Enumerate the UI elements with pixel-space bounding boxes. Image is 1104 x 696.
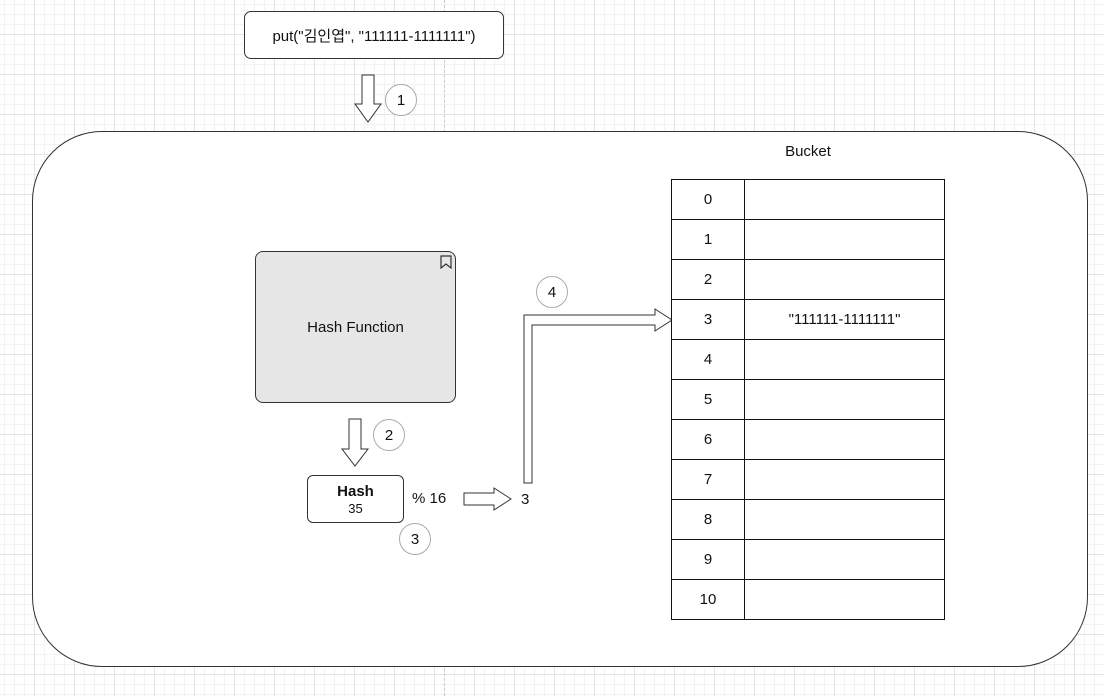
- bucket-row: 2: [671, 259, 945, 300]
- bucket-value: [744, 179, 945, 220]
- step-4-badge: 4: [536, 276, 568, 308]
- bucket-index: 5: [671, 379, 745, 420]
- bucket-row: 1: [671, 219, 945, 260]
- bucket-row: 10: [671, 579, 945, 620]
- bucket-index: 1: [671, 219, 745, 260]
- bucket-index: 0: [671, 179, 745, 220]
- bucket-row: 6: [671, 419, 945, 460]
- step-2-badge: 2: [373, 419, 405, 451]
- bucket-index: 4: [671, 339, 745, 380]
- arrow-mod-to-index: [463, 487, 512, 511]
- bucket-row: 7: [671, 459, 945, 500]
- hash-function-label: Hash Function: [307, 318, 404, 336]
- bucket-index: 7: [671, 459, 745, 500]
- hash-title: Hash: [337, 483, 374, 500]
- bucket-row: 8: [671, 499, 945, 540]
- bucket-table: 0 1 2 3"111111-1111111" 4 5 6 7 8 9 10: [671, 179, 945, 620]
- bucket-value: [744, 419, 945, 460]
- bucket-title: Bucket: [785, 143, 831, 160]
- hash-function-box: Hash Function: [255, 251, 456, 403]
- bucket-value: [744, 259, 945, 300]
- hash-value: 35: [348, 501, 363, 516]
- bucket-row: 0: [671, 179, 945, 220]
- bucket-value: [744, 339, 945, 380]
- bookmark-icon: [440, 255, 452, 269]
- bucket-value: [744, 219, 945, 260]
- hash-box: Hash 35: [307, 475, 404, 523]
- bucket-row: 3"111111-1111111": [671, 299, 945, 340]
- bucket-index: 2: [671, 259, 745, 300]
- bucket-value: [744, 499, 945, 540]
- bucket-row: 9: [671, 539, 945, 580]
- bucket-index: 6: [671, 419, 745, 460]
- bucket-value: "111111-1111111": [744, 299, 945, 340]
- bucket-row: 4: [671, 339, 945, 380]
- arrow-index-to-bucket: [523, 308, 673, 484]
- arrow-hashfn-to-hash: [340, 418, 370, 467]
- put-call-box: put("김인엽", "111111-1111111"): [244, 11, 504, 59]
- bucket-index: 10: [671, 579, 745, 620]
- bucket-row: 5: [671, 379, 945, 420]
- step-1-badge: 1: [385, 84, 417, 116]
- bucket-index: 3: [671, 299, 745, 340]
- bucket-value: [744, 379, 945, 420]
- result-index-label: 3: [521, 491, 530, 508]
- bucket-index: 8: [671, 499, 745, 540]
- arrow-put-to-container: [354, 74, 382, 123]
- modulo-label: % 16: [412, 490, 447, 507]
- put-call-label: put("김인엽", "111111-1111111"): [272, 27, 476, 45]
- bucket-value: [744, 459, 945, 500]
- bucket-value: [744, 539, 945, 580]
- bucket-index: 9: [671, 539, 745, 580]
- bucket-value: [744, 579, 945, 620]
- step-3-badge: 3: [399, 523, 431, 555]
